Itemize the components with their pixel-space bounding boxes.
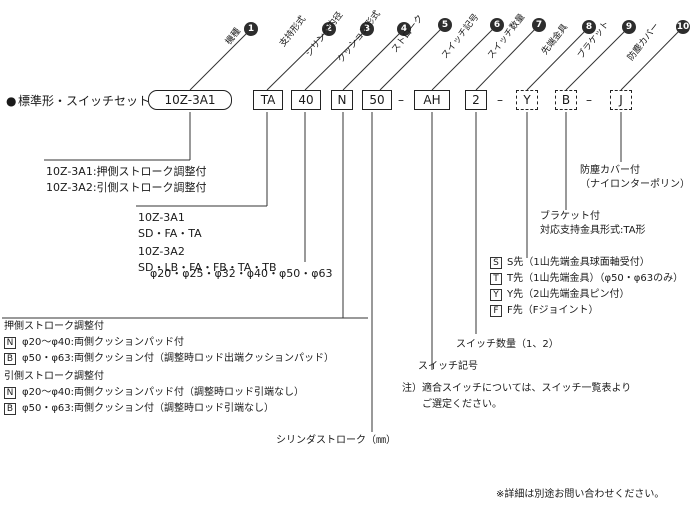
code-box-bracket: B bbox=[555, 90, 577, 110]
code-box-cover: J bbox=[610, 90, 632, 110]
item-number-3: 3 bbox=[360, 22, 374, 36]
rod-end-code: F bbox=[490, 305, 502, 317]
item-number-9: 9 bbox=[622, 20, 636, 34]
code-box-mount: TA bbox=[253, 90, 283, 110]
item-number-1: 1 bbox=[244, 22, 258, 36]
rod-end-option: F先（Fジョイント） bbox=[507, 305, 599, 316]
rod-end-code: T bbox=[490, 273, 502, 285]
separator: – bbox=[497, 93, 503, 107]
mount-note-4: SD・LB・FA・FB・TA・TB bbox=[138, 261, 277, 274]
item-number-10: 10 bbox=[676, 20, 690, 34]
separator: – bbox=[398, 93, 404, 107]
rod-end-code: S bbox=[490, 257, 502, 269]
bracket-mount-note: 対応支持金具形式:TA形 bbox=[540, 225, 646, 236]
mount-note-1: 10Z-3A1 bbox=[138, 211, 185, 224]
cushion-pull-b: φ50・φ63:両側クッション付（調整時ロッド引端なし） bbox=[22, 403, 275, 414]
rod-end-code: Y bbox=[490, 289, 502, 301]
rod-end-option: Y先（2山先端金具ピン付） bbox=[507, 289, 630, 300]
cushion-code-n: N bbox=[4, 337, 16, 349]
separator: – bbox=[586, 93, 592, 107]
item-number-8: 8 bbox=[582, 20, 596, 34]
switch-symbol-note-2: ご選定ください。 bbox=[422, 399, 502, 410]
footer-note: ※詳細は別途お問い合わせください。 bbox=[496, 489, 665, 500]
model-note-2: 10Z-3A2:引側ストローク調整付 bbox=[46, 181, 207, 194]
code-box-rod-end: Y bbox=[516, 90, 538, 110]
cushion-code-b: B bbox=[4, 403, 16, 415]
item-number-4: 4 bbox=[397, 22, 411, 36]
code-box-switch-qty: 2 bbox=[465, 90, 487, 110]
cushion-code-b: B bbox=[4, 353, 16, 365]
bullet: ● bbox=[6, 94, 17, 108]
item-number-7: 7 bbox=[532, 18, 546, 32]
stroke-label: シリンダストローク（㎜） bbox=[276, 435, 396, 446]
cushion-pull-n: φ20～φ40:両側クッションパッド付（調整時ロッド引端なし） bbox=[22, 387, 305, 398]
bracket-label: ブラケット付 bbox=[540, 211, 600, 222]
cushion-push-title: 押側ストローク調整付 bbox=[4, 321, 104, 332]
item-number-5: 5 bbox=[438, 18, 452, 32]
item-number-6: 6 bbox=[490, 18, 504, 32]
switch-symbol-note-1: 注）適合スイッチについては、スイッチ一覧表より bbox=[402, 383, 632, 394]
mount-note-3: 10Z-3A2 bbox=[138, 245, 185, 258]
rod-end-option: T先（1山先端金具）（φ50・φ63のみ） bbox=[507, 273, 684, 284]
code-box-cushion: N bbox=[331, 90, 353, 110]
switch-qty-label: スイッチ数量（1、2） bbox=[456, 339, 559, 350]
code-box-bore: 40 bbox=[291, 90, 321, 110]
switch-symbol-label: スイッチ記号 bbox=[418, 361, 478, 372]
mount-note-2: SD・FA・TA bbox=[138, 227, 202, 240]
model-note-1: 10Z-3A1:押側ストローク調整付 bbox=[46, 165, 207, 178]
code-box-stroke: 50 bbox=[362, 90, 392, 110]
cushion-push-b: φ50・φ63:両側クッション付（調整時ロッド出端クッションパッド） bbox=[22, 353, 335, 364]
item-number-2: 2 bbox=[322, 22, 336, 36]
code-box-switch: AH bbox=[414, 90, 450, 110]
cushion-code-n: N bbox=[4, 387, 16, 399]
page-title: 標準形・スイッチセット bbox=[18, 94, 151, 108]
bore-sizes: φ20・φ25・φ32・φ40・φ50・φ63 bbox=[150, 267, 333, 280]
cover-material: （ナイロンターポリン） bbox=[580, 179, 690, 190]
rod-end-option: S先（1山先端金具球面軸受付） bbox=[507, 257, 650, 268]
cushion-pull-title: 引側ストローク調整付 bbox=[4, 371, 104, 382]
cover-label: 防塵カバー付 bbox=[580, 165, 640, 176]
cushion-push-n: φ20～φ40:両側クッションパッド付 bbox=[22, 337, 185, 348]
code-box-model: 10Z-3A1 bbox=[148, 90, 232, 110]
